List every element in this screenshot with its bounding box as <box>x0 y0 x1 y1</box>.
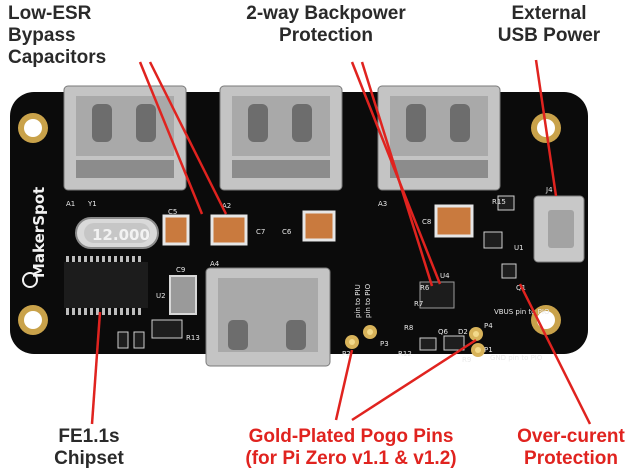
callout-backpower-line2: Protection <box>279 25 373 46</box>
leader-chipset <box>90 311 102 425</box>
capacitor-c8 <box>434 204 474 238</box>
silk-u4: U4 <box>440 272 450 280</box>
callout-pogo: Gold-Plated Pogo Pins (for Pi Zero v1.1 … <box>220 426 482 470</box>
callout-low-esr-line3: Capacitors <box>8 47 107 68</box>
silk-q6: Q6 <box>438 328 449 336</box>
capacitor-c7 <box>210 214 248 246</box>
leader-ext-power <box>534 59 558 197</box>
leader-overcurrent <box>518 283 592 425</box>
leader-pogo-b <box>351 338 477 422</box>
mounting-hole-tl <box>18 113 48 143</box>
silk-c8: C8 <box>422 218 431 226</box>
mounting-hole-bl <box>18 305 48 335</box>
callout-ext-power-line1: External <box>511 3 587 24</box>
callout-chipset: FE1.1s Chipset <box>36 426 142 470</box>
silk-c6: C6 <box>282 228 292 236</box>
callout-overcurrent-line1: Over-curent <box>517 426 625 447</box>
callout-low-esr-line2: Bypass <box>8 25 76 46</box>
pogo-pin-p2 <box>345 335 359 349</box>
silk-p4: P4 <box>484 322 493 330</box>
silk-u2: U2 <box>156 292 166 300</box>
silk-r12: R12 <box>398 350 412 358</box>
silk-a2: A2 <box>222 202 231 210</box>
usb-port-a3 <box>377 85 501 191</box>
usb-port-a4 <box>205 267 331 367</box>
callout-ext-power: External USB Power <box>476 3 622 47</box>
silk-p3: P3 <box>380 340 389 348</box>
crystal-label: 12.000 <box>92 226 150 244</box>
pogo-pin-p3 <box>363 325 377 339</box>
silk-r9: R9 <box>462 356 471 364</box>
crystal-oscillator <box>75 217 159 249</box>
callout-backpower: 2-way Backpower Protection <box>228 3 424 47</box>
callout-backpower-line1: 2-way Backpower <box>246 3 406 24</box>
silk-c5: C5 <box>168 208 177 216</box>
leader-pogo-a <box>334 349 354 421</box>
leader-low-esr-b <box>148 61 228 215</box>
fe11s-chip <box>64 256 148 315</box>
capacitor-c6 <box>302 210 336 242</box>
silk-p2: P2 <box>342 350 351 358</box>
leader-backpower-b <box>360 61 434 287</box>
leader-low-esr-a <box>138 61 204 215</box>
smd-components <box>117 195 517 351</box>
callout-overcurrent-line2: Protection <box>524 448 618 469</box>
callout-low-esr: Low-ESR Bypass Capacitors <box>8 3 106 69</box>
callout-pogo-line2: (for Pi Zero v1.1 & v1.2) <box>245 448 457 469</box>
micro-usb-connector <box>533 195 585 263</box>
silk-a3: A3 <box>378 200 387 208</box>
silk-a4: A4 <box>210 260 220 268</box>
usb-port-a2 <box>219 85 343 191</box>
silk-j4: J4 <box>545 186 553 194</box>
callout-pogo-line1: Gold-Plated Pogo Pins <box>248 426 454 447</box>
pogo-pin-p4 <box>469 327 483 341</box>
callout-chipset-line1: FE1.1s <box>58 426 120 447</box>
brand-bulb-icon <box>22 272 38 288</box>
pogo-pin-p1 <box>471 343 485 357</box>
silk-a1: A1 <box>66 200 75 208</box>
silk-c7: C7 <box>256 228 265 236</box>
silk-r6: R6 <box>420 284 430 292</box>
capacitor-c9 <box>169 275 197 315</box>
usb-port-a1 <box>63 85 187 191</box>
callout-ext-power-line2: USB Power <box>497 25 601 46</box>
silk-pin-to-pio: pin to PIO <box>364 283 372 318</box>
callout-leaders <box>90 59 592 425</box>
silk-r13: R13 <box>186 334 200 342</box>
silk-d2: D2 <box>458 328 468 336</box>
silk-gnd-pin: GND pin to PIO <box>490 354 543 362</box>
silk-p1: P1 <box>484 346 493 354</box>
callout-low-esr-line1: Low-ESR <box>8 3 92 24</box>
capacitor-c5 <box>162 214 190 246</box>
silk-c9: C9 <box>176 266 185 274</box>
silk-r8: R8 <box>404 324 413 332</box>
silk-r7: R7 <box>414 300 423 308</box>
callout-chipset-line2: Chipset <box>54 448 124 469</box>
silk-vbus-pin: VBUS pin to PIO <box>494 308 550 316</box>
brand-logo-text: MakerSpot <box>30 187 48 278</box>
callout-overcurrent: Over-curent Protection <box>504 426 638 470</box>
chip-u4 <box>419 281 455 309</box>
silk-u1: U1 <box>514 244 524 252</box>
silk-y1: Y1 <box>87 200 97 208</box>
silk-r15: R15 <box>492 198 506 206</box>
silk-pin-to-piu: pin to PIU <box>354 284 362 318</box>
